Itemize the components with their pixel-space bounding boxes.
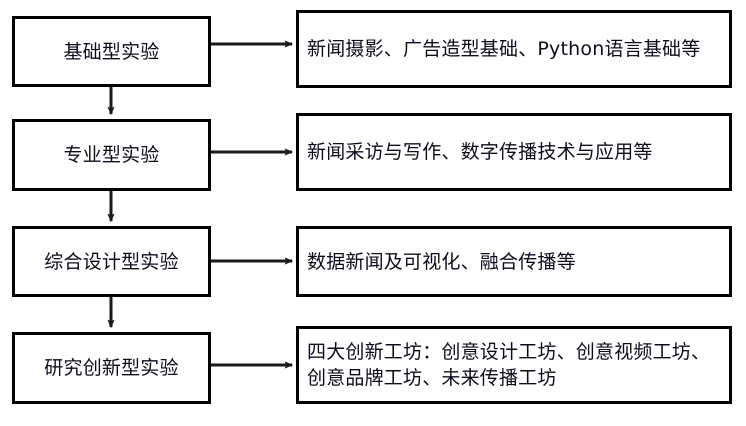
node-category-research[interactable]: 研究创新型实验 xyxy=(12,332,211,404)
node-category-professional-label: 专业型实验 xyxy=(63,144,160,166)
node-category-research-label: 研究创新型实验 xyxy=(44,357,179,379)
node-content-basic-label: 新闻摄影、广告造型基础、Python语言基础等 xyxy=(307,38,701,60)
node-content-professional[interactable]: 新闻采访与写作、数字传播技术与应用等 xyxy=(296,113,732,191)
node-content-research[interactable]: 四大创新工坊：创意设计工坊、创意视频工坊、创意品牌工坊、未来传播工坊 xyxy=(296,326,732,404)
node-category-basic-label: 基础型实验 xyxy=(63,40,160,63)
node-content-basic[interactable]: 新闻摄影、广告造型基础、Python语言基础等 xyxy=(296,10,732,88)
node-content-research-label: 四大创新工坊：创意设计工坊、创意视频工坊、创意品牌工坊、未来传播工坊 xyxy=(307,341,711,389)
node-content-comprehensive-label: 数据新闻及可视化、融合传播等 xyxy=(307,250,576,273)
node-content-comprehensive[interactable]: 数据新闻及可视化、融合传播等 xyxy=(296,226,732,297)
node-category-comprehensive[interactable]: 综合设计型实验 xyxy=(12,226,211,297)
node-category-professional[interactable]: 专业型实验 xyxy=(12,119,211,191)
node-category-basic[interactable]: 基础型实验 xyxy=(12,16,211,87)
node-content-professional-label: 新闻采访与写作、数字传播技术与应用等 xyxy=(307,141,653,163)
node-category-comprehensive-label: 综合设计型实验 xyxy=(44,250,179,273)
